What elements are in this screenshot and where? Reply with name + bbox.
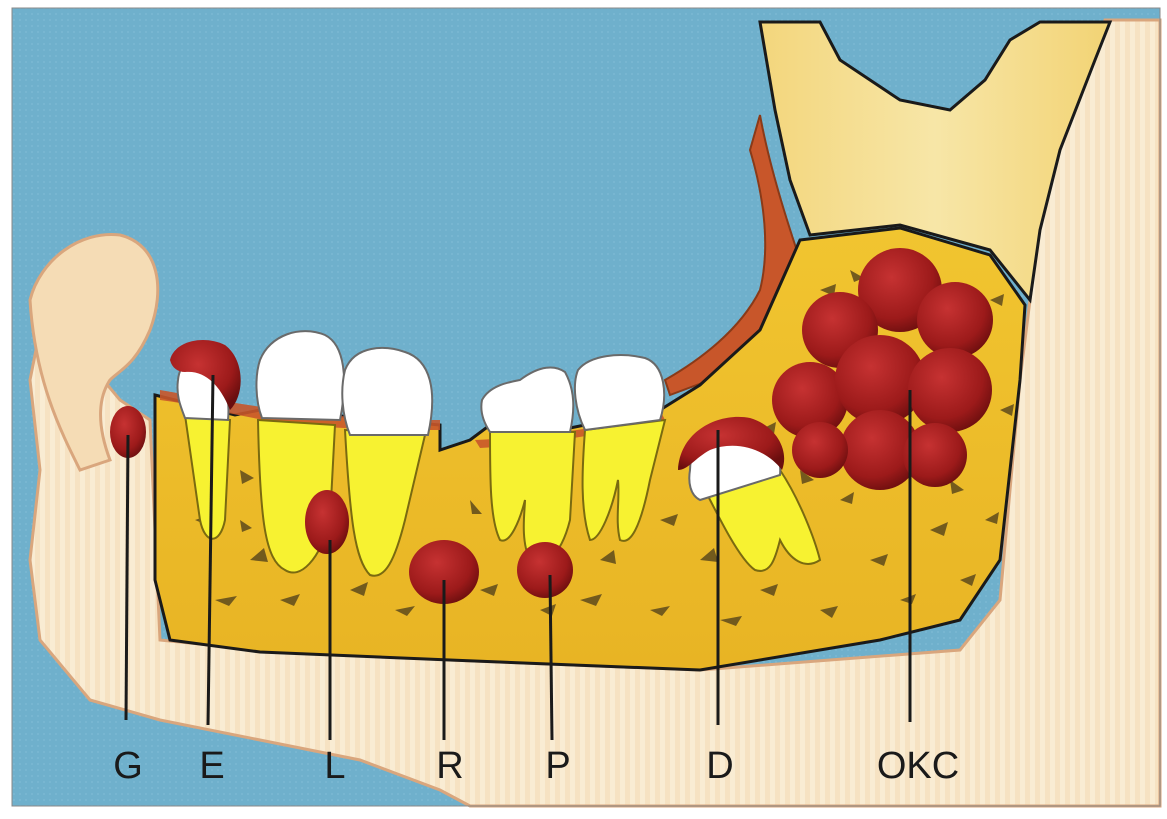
label-d: D — [706, 745, 733, 787]
label-r: R — [436, 745, 463, 787]
leader-line-g — [126, 435, 128, 720]
label-g: G — [113, 745, 143, 787]
label-p: P — [545, 745, 570, 787]
label-e: E — [199, 745, 224, 787]
label-l: L — [324, 745, 345, 787]
lateral-periodontal-cyst — [305, 490, 349, 554]
label-okc: OKC — [877, 745, 959, 787]
periapical-cyst — [517, 542, 573, 598]
leader-line-p — [550, 575, 552, 740]
